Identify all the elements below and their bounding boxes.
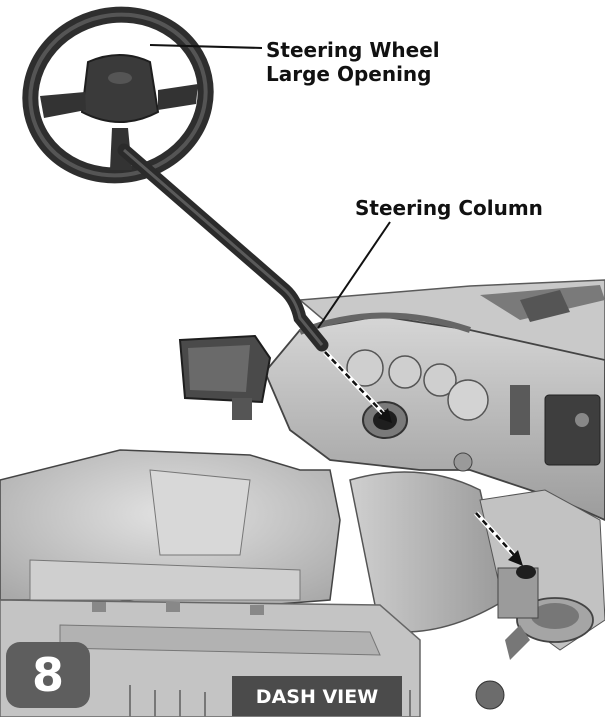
wheel-hub [80,54,160,123]
steering-wheel-label-line1: Steering Wheel [266,38,440,62]
radio-panel [544,394,601,466]
wheel-leader-line [149,44,263,49]
insert-arrow-column [323,350,392,423]
gauge-2 [388,355,422,389]
column-leader-line [317,221,391,329]
side-mirror [178,334,272,420]
steering-wheel-label: Steering Wheel Large Opening [266,38,440,86]
steering-column [117,143,329,352]
gauge-1 [346,349,384,387]
insert-arrow-gear [474,511,523,566]
gauge-3 [423,363,457,397]
steering-wheel-label-line2: Large Opening [266,62,432,86]
dashboard [263,312,605,521]
gear-socket [475,565,539,710]
steering-column-label: Steering Column [355,196,543,220]
gauge-4 [447,379,489,421]
vent [510,385,530,435]
view-caption: DASH VIEW [232,676,402,716]
radio-knob [575,413,589,427]
steering-wheel [22,6,214,184]
step-number-badge: 8 [6,642,90,708]
ignition-key [453,452,473,472]
front-body [0,449,341,611]
